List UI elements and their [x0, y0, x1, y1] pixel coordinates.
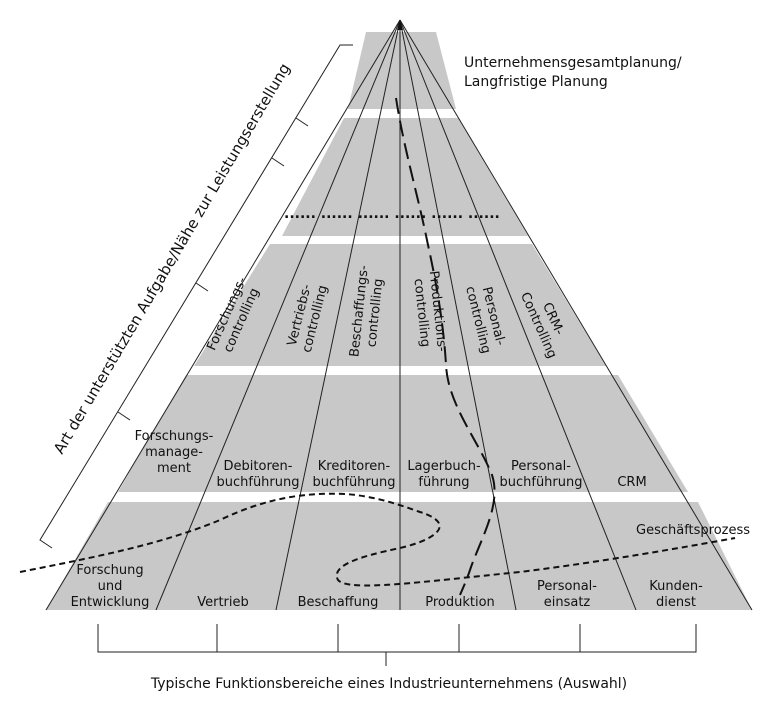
buchfuehrung-label-2: manage-: [145, 445, 203, 460]
division-line: [399, 19, 637, 611]
buchfuehrung-label-3: ment: [157, 461, 191, 476]
side-bracket: [39, 44, 353, 549]
buchfuehrung-label-1: Forschungs-: [135, 429, 214, 444]
bereiche-row: Forschung und Entwicklung Vertrieb Besch…: [71, 563, 703, 610]
top-label-line2: Langfristige Planung: [464, 74, 608, 90]
buchfuehrung-row: Forschungs- manage- ment Debitoren- buch…: [135, 429, 647, 490]
pyramid-edge-left: [45, 19, 401, 611]
bereich-label-1: Produktion: [425, 595, 495, 610]
band-buchfuehrung: [118, 375, 688, 492]
band-bereiche: [46, 502, 752, 610]
bereich-label-2: einsatz: [544, 595, 591, 610]
controlling-label-2: controlling: [364, 278, 386, 348]
controlling-label-2: controlling: [410, 278, 432, 348]
process-curve: [19, 492, 736, 587]
process-label: Geschäftsprozess: [636, 523, 750, 538]
buchfuehrung-label-1: Kreditoren-: [318, 459, 391, 474]
bereich-label-1: Personal-: [537, 579, 597, 594]
management-curve: [395, 97, 496, 596]
division-line: [275, 19, 401, 611]
apex-tip: [397, 20, 403, 30]
band-planning: [348, 32, 456, 109]
division-line: [155, 19, 401, 611]
band-dots: [282, 118, 528, 236]
bereich-label-2: dienst: [656, 595, 696, 610]
buchfuehrung-label-1: CRM: [617, 475, 646, 490]
radiating-lines: [45, 19, 753, 611]
dots-row: ...... ...... ...... ...... ...... .....…: [284, 206, 500, 222]
buchfuehrung-label-1: Lagerbuch-: [407, 459, 481, 474]
buchfuehrung-label-2: führung: [418, 475, 469, 490]
buchfuehrung-label-2: buchführung: [216, 475, 299, 490]
buchfuehrung-label-2: buchführung: [499, 475, 582, 490]
bereich-label-3: Entwicklung: [71, 595, 150, 610]
pyramid-edge-right: [399, 19, 753, 611]
controlling-cell: Produktions- controlling: [410, 270, 449, 352]
bereich-label-1: Vertrieb: [197, 595, 249, 610]
bereich-label-1: Kunden-: [649, 579, 703, 594]
buchfuehrung-label-1: Debitoren-: [224, 459, 293, 474]
bereich-label-2: und: [98, 579, 123, 594]
buchfuehrung-label-1: Personal-: [511, 459, 571, 474]
bereich-label-1: Forschung: [76, 563, 143, 578]
top-label-line1: Unternehmensgesamtplanung/: [464, 55, 682, 71]
bereich-label-1: Beschaffung: [298, 595, 379, 610]
division-line: [399, 19, 517, 611]
bottom-label: Typische Funktionsbereiche eines Industr…: [150, 676, 627, 692]
bottom-bracket: [97, 624, 697, 666]
buchfuehrung-label-2: buchführung: [312, 475, 395, 490]
